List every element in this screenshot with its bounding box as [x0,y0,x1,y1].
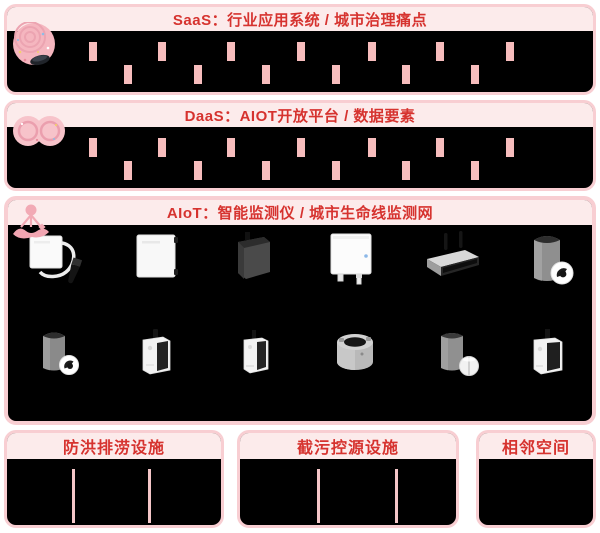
separator-bar [227,138,235,157]
aiot-panel: AIoT：智能监测仪 / 城市生命线监测网 [4,196,596,425]
separator-bar [89,138,97,157]
dark-enclosure-image [238,232,270,279]
separator-bar [124,161,132,180]
facility-box-pollution: 截污控源设施 [237,430,459,528]
divider-line [148,469,151,523]
facility-box-pollution-header: 截污控源设施 [240,433,456,459]
separator-bar [436,42,444,61]
separator-bar [124,65,132,84]
separator-bar [158,138,166,157]
divider-line [317,469,320,523]
device-cell [518,230,580,291]
separator-bar [297,42,305,61]
separator-bar [402,161,410,180]
separator-bar [368,138,376,157]
separator-bar [471,161,479,180]
separator-bar [368,42,376,61]
divider-line [72,469,75,523]
camera-tower-2-image [43,332,79,375]
facility-box-flood: 防洪排涝设施 [4,430,224,528]
dotted-sphere-icon [13,22,55,66]
device-cell [126,328,186,383]
separator-bar [436,138,444,157]
facility-box-adjacent-title: 相邻空间 [501,440,570,457]
separator-bar [194,161,202,180]
device-cell [320,230,382,291]
separator-bar [262,161,270,180]
separator-bar [158,42,166,61]
facility-box-pollution-title: 截污控源设施 [296,440,399,457]
device-cell [519,328,579,383]
separator-bar [332,161,340,180]
separator-bar [506,138,514,157]
separator-bar [506,42,514,61]
device-cell [28,230,90,291]
facility-box-adjacent-header: 相邻空间 [479,433,593,459]
probe-sensor-image [29,235,83,284]
facility-box-flood-title: 防洪排涝设施 [62,440,165,457]
antenna-device-image [142,329,171,375]
saas-header: SaaS：行业应用系统 / 城市治理痛点 [7,7,593,31]
antenna-device-panel-image [533,329,563,375]
daas-panel: DaaS：AIOT开放平台 / 数据要素 [4,100,596,191]
antenna-device-slim-image [243,330,269,374]
separator-bar [332,65,340,84]
separator-bar [262,65,270,84]
gateway-router-image [427,231,479,276]
facility-box-adjacent: 相邻空间 [476,430,596,528]
aiot-title: AIoT：智能监测仪 / 城市生命线监测网 [166,205,434,222]
wall-mounted-box-image [136,234,178,278]
device-cell [325,328,385,383]
camera-tower-image [534,236,574,285]
float-sensor-tower-image [441,333,479,376]
controller-box-image [330,233,372,285]
divider-line [395,469,398,523]
device-cell [228,328,288,383]
device-cell [427,328,487,383]
saas-panel: SaaS：行业应用系统 / 城市治理痛点 [4,4,596,95]
double-ring-icon [13,116,65,146]
daas-title: DaaS：AIOT开放平台 / 数据要素 [184,107,416,125]
saas-title: SaaS：行业应用系统 / 城市治理痛点 [172,11,428,29]
network-nodes-icon [13,204,49,239]
device-cell [29,328,89,383]
device-cell [224,230,286,291]
aiot-header: AIoT：智能监测仪 / 城市生命线监测网 [8,200,592,225]
separator-bar [227,42,235,61]
device-cell [422,230,484,291]
facility-box-flood-header: 防洪排涝设施 [7,433,221,459]
manhole-cylinder-sensor-image [337,334,373,370]
separator-bar [471,65,479,84]
daas-header: DaaS：AIOT开放平台 / 数据要素 [7,103,593,127]
separator-bar [89,42,97,61]
separator-bar [194,65,202,84]
separator-bar [297,138,305,157]
separator-bar [402,65,410,84]
device-cell [125,230,187,291]
